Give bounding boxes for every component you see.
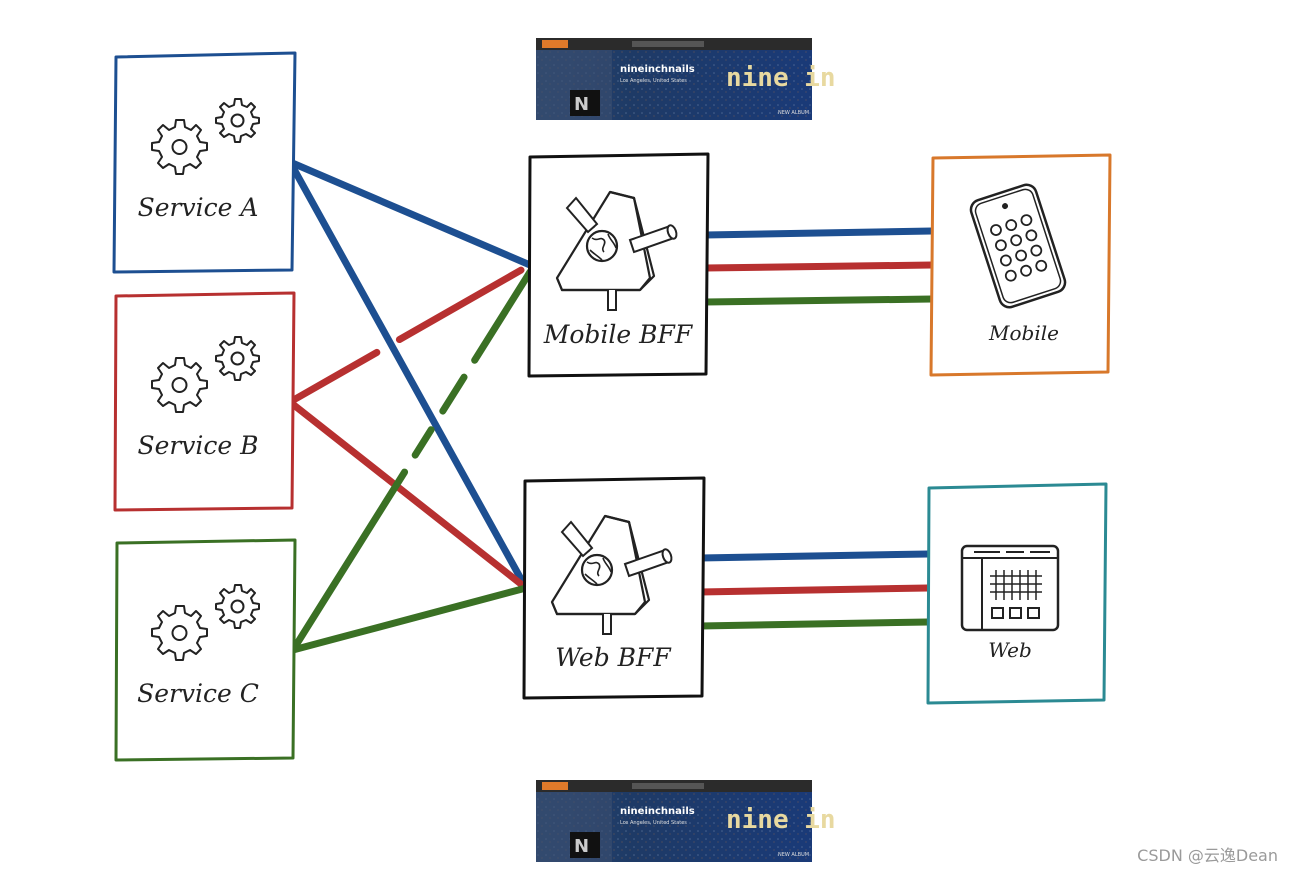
edge-web-bff-web-red xyxy=(696,584,932,596)
watermark-text: CSDN @云逸Dean xyxy=(1137,846,1278,865)
service-c-node: Service C xyxy=(114,538,297,762)
mobile-client-node: Mobile xyxy=(929,153,1112,377)
service-b-node: Service B xyxy=(113,291,296,512)
edge-web-bff-web-green xyxy=(696,618,932,630)
nin-logo-icon xyxy=(570,832,600,858)
web-client-label: Web xyxy=(988,638,1032,662)
mobile-bff-label: Mobile BFF xyxy=(543,320,694,349)
cloud-logo-icon xyxy=(542,40,568,48)
web-client-node: Web xyxy=(926,482,1108,705)
edge-web-bff-web-blue xyxy=(696,550,932,562)
mobile-client-label: Mobile xyxy=(988,321,1059,345)
service-a-node: Service A xyxy=(112,51,297,274)
edge-mobile-bff-mobile-blue xyxy=(701,227,936,239)
svg-text:N: N xyxy=(574,94,589,115)
nin-logo-icon xyxy=(570,90,600,116)
web-bff-node: Web BFF xyxy=(522,476,706,700)
service-a-label: Service A xyxy=(138,193,259,222)
cloud-logo-icon xyxy=(542,782,568,790)
edge-mobile-bff-mobile-red xyxy=(701,261,936,272)
edge-service-a-mobile-bff xyxy=(286,158,534,269)
edge-mobile-bff-mobile-green xyxy=(701,295,936,306)
service-c-label: Service C xyxy=(137,679,259,708)
edge-service-c-web-bff xyxy=(289,584,530,654)
banner-bottom-corner: NEW ALBUM xyxy=(778,852,809,858)
edge-service-a-web-bff xyxy=(286,158,530,592)
edge-service-c-mobile-bff xyxy=(289,268,534,654)
banner-bottom-name: nineinchnails xyxy=(620,806,695,817)
banner-bottom-sub: Los Angeles, United States xyxy=(620,820,687,826)
browser-window-icon xyxy=(960,544,1060,632)
edge-service-b-mobile-bff xyxy=(286,261,534,406)
svg-text:N: N xyxy=(574,836,589,857)
connections xyxy=(286,158,936,654)
banner-top-image: N nineinchnails Los Angeles, United Stat… xyxy=(536,38,836,120)
phone-icon xyxy=(969,183,1067,309)
banner-bottom-image: N nineinchnails Los Angeles, United Stat… xyxy=(536,780,836,862)
banner-top-brand: nine in xyxy=(726,63,836,93)
banner-bottom-brand: nine in xyxy=(726,805,836,835)
banner-top-sub: Los Angeles, United States xyxy=(620,78,687,84)
banner-top-corner: NEW ALBUM xyxy=(778,110,809,116)
service-b-label: Service B xyxy=(137,431,258,460)
banner-top-name: nineinchnails xyxy=(620,64,695,75)
mobile-bff-node: Mobile BFF xyxy=(527,152,710,378)
web-bff-label: Web BFF xyxy=(555,643,672,672)
edge-service-b-web-bff xyxy=(286,398,530,592)
